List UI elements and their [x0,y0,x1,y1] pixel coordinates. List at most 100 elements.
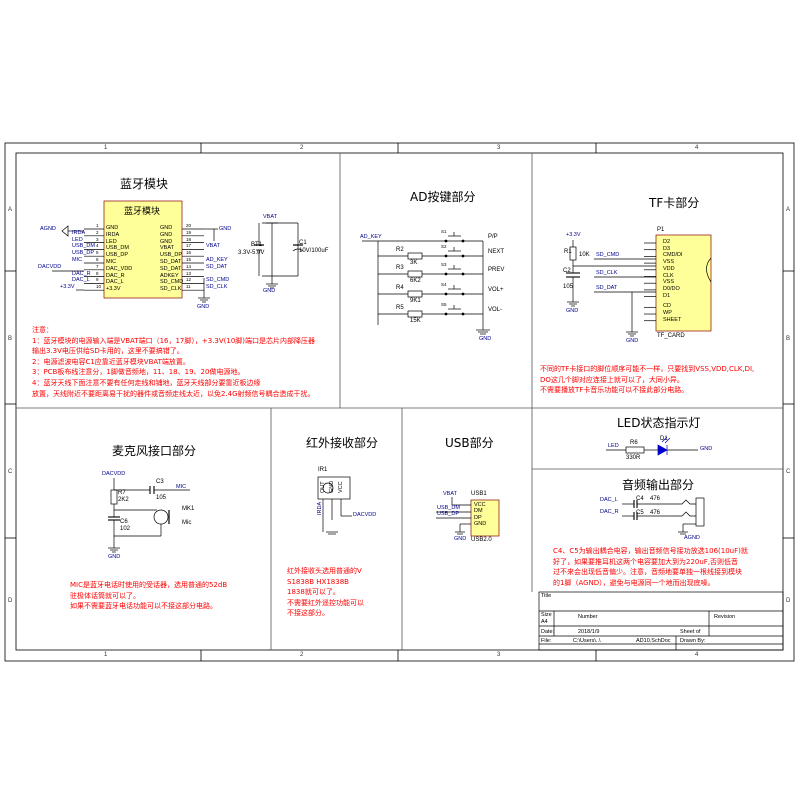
ad-res-ref: R4 [396,285,404,291]
tf-part: TF_CARD [657,333,685,339]
note-line: DO这几个脚对应连接上就可以了，大同小异。 [540,375,684,384]
mic-vcc: DACVDD [102,471,126,477]
ad-switch-ref: S4 [441,282,447,287]
bt-right-pin-num: 20 [186,223,192,228]
agnd-label: AGND [40,226,56,232]
c1-value: 10V/100uF [299,248,329,254]
zone-right-A: A [786,207,791,213]
bt-right-pin-name: GND [160,231,173,238]
ad-key-net: AD_KEY [360,234,382,240]
tf-pin-name: D1 [663,292,671,299]
note-line: 的1脚（AGND），避免与电源同一个地而出现底噪。 [553,578,715,587]
bt-right-pin-name: USB_DP [160,252,183,259]
bt-left-pin-num: 2 [96,229,99,235]
bt-right-pin-num: 14 [186,263,192,269]
c2-label: C2 [563,268,571,274]
note-line: 过不来会出现低音偏少。注意，音频地要单独一根线接到模块 [553,568,742,577]
ad-key-label-1: NEXT [488,249,505,255]
switch-contact [461,254,465,258]
ir-pin-name: VCC [338,481,344,493]
bt-chip-body [103,200,183,299]
ad-switch-ref: S1 [441,229,447,234]
usb-pin-name: DM [474,508,483,515]
mic-net: MIC [176,484,187,490]
led-circuit [606,436,698,456]
usb-ref: USB1 [471,491,487,497]
tf-net-dat: SD_DAT [596,285,618,291]
note-line: C4、C5为输出耦合电容，输出音频信号接功放选106(10uF)就 [553,547,748,555]
note-line: S1838B HX1838B [287,577,349,586]
bt-right-net: SD_DAT [206,263,228,270]
usb-net-dp: USB_DP [437,511,460,517]
ad-resistor [407,310,423,318]
ad-res-value: 9K1 [410,298,421,304]
tf-pin-name: VSS [663,259,675,266]
zone-bottom-3: 3 [497,652,501,658]
bt-right-pin-name: GND [160,238,173,245]
tb-revision-label: Revision [714,614,736,620]
tb-date-label: Date: [541,629,555,635]
usb-vbat: VBAT [443,491,457,497]
vbat-label: VBAT [263,214,277,220]
ad-switch-ref: S2 [441,244,447,249]
ad-switch-ref: S3 [441,262,447,267]
ad-res-value: 6K2 [410,278,421,284]
tf-card-body [655,234,712,332]
c4-label: C4 [636,496,644,502]
tf-notes: 不同的TF卡接口的脚位顺序可能不一样，只要找到VSS,VDD,CLK,DI,DO… [540,364,754,396]
tb-size-value: A4 [541,619,548,625]
note-line: 输出3.3V电压供给SD卡用的，这里不要搞错了。 [32,347,184,356]
tf-gnd1: GND [566,308,579,314]
ad-res-ref: R5 [396,305,404,311]
bt-right-pin-name: ADKEY [160,272,179,279]
tf-pin-name: D2 [663,239,671,245]
ad-key-circuit [362,240,490,335]
usb-pin-name: VCC [474,502,486,508]
ad-res-value: 3K [410,260,418,266]
r6-body [625,446,645,454]
bt-left-net: DACVDD [38,263,62,270]
tf-pin-name: D3 [663,245,671,252]
usb-gnd: GND [454,536,467,542]
tb-file-value: C:\Users\..\ [573,638,601,644]
tf-pin-name: VDD [663,265,675,272]
ir-ref: IR1 [318,467,328,473]
bt-left-pin-name: DAC_VDD [106,265,133,272]
bt-left-pin-num: 9 [96,277,99,283]
tf-pin-name: SHEET [663,316,682,323]
bt-left-net: IRDA [72,229,86,236]
switch-contact [444,239,448,243]
zone-right-B: B [786,336,791,342]
mic-gnd: GND [108,554,121,560]
zone-right-C: C [786,469,791,475]
note-line: 放置，天线附近不要距离易干扰的器件或音频走线太近，以免2.4G射频信号耦合造成干… [32,389,315,398]
switch-contact [444,312,448,316]
bt-right-net: VBAT [206,243,220,250]
tf-net-clk: SD_CLK [596,270,618,276]
bt-left-pin-name: DAC_L [106,279,124,286]
note-line: 好了，如果要推耳机这两个电容要加大到为220uF,否则低音 [553,557,739,566]
tf-pin-name: WP [663,310,672,317]
bt-left-pin-num: 5 [96,250,99,256]
note-line: 不接这部分。 [287,609,329,618]
bt-left-pin-num: 10 [96,284,102,290]
ad-switch-ref: S5 [441,302,447,307]
r6-label: R6 [630,440,638,446]
zone-left-D: D [8,598,13,604]
usb-net-dm: USB_DM [437,505,460,511]
r7-label: R7 [118,490,126,496]
tf-vcc: +3.3V [566,232,581,238]
c6-label: C6 [120,519,128,525]
section-title-mic: 麦克风接口部分 [112,444,197,458]
ad-resistor [407,252,423,260]
tb-date-value: 2018/1/9 [578,629,600,635]
sheet-border [4,142,795,662]
bt-gnd-label: GND [219,226,232,232]
bt-chip-title: 蓝牙模块 [124,207,161,217]
zone-right-D: D [786,598,791,604]
ir-pin-name: OUT [320,481,326,493]
r1-value: 10K [579,252,590,258]
audio-agnd: AGND [684,535,700,541]
ir-net: IRDA [317,501,323,515]
